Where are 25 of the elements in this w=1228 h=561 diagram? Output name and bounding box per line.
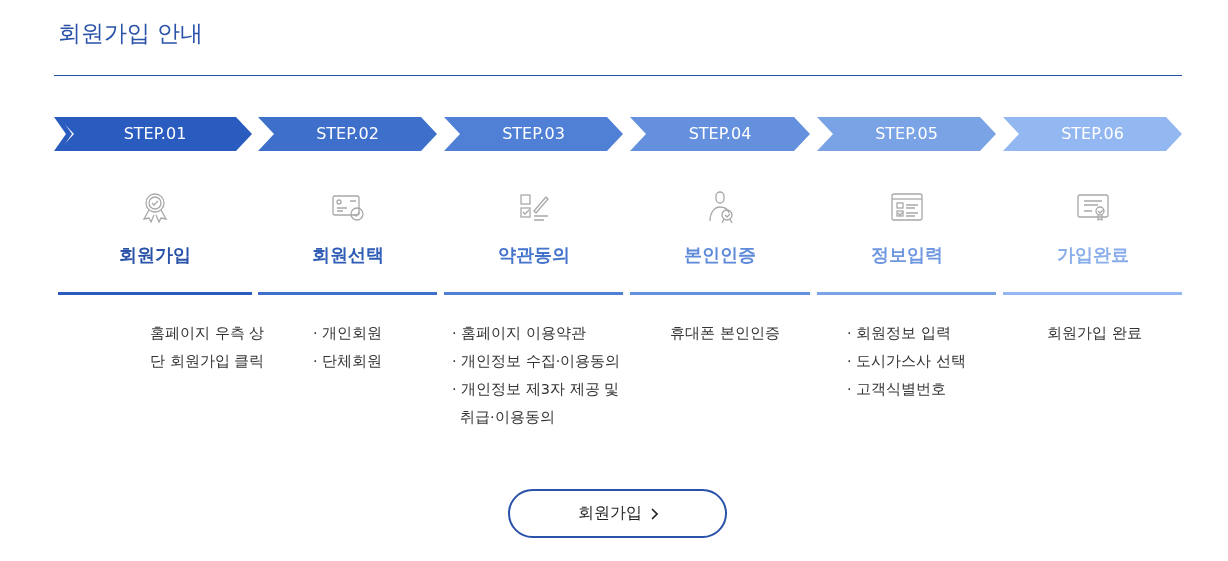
step-banner: STEP.06 [1003, 117, 1182, 151]
step-banner: STEP.05 [817, 117, 996, 151]
step-heading: 약관동의 [496, 243, 571, 267]
signup-button: 회원가입 [508, 489, 727, 538]
page-title: 회원가입 안내 [58, 19, 204, 48]
step-description: · 도시가스사 선택 [847, 352, 966, 371]
step-description: · 개인정보 수집·이용동의 [452, 352, 621, 371]
step-description: · 회원정보 입력 [847, 324, 951, 343]
step-heading: 정보입력 [869, 243, 944, 267]
step-description: 휴대폰 본인인증 [670, 324, 780, 343]
step-banner: STEP.04 [630, 117, 810, 151]
step-description: 홈페이지 우측 상단 회원가입 클릭 [150, 324, 266, 371]
step-description: 회원가입 완료 [1047, 324, 1142, 343]
step-description: · 홈페이지 이용약관 [452, 324, 586, 343]
step-description: · 단체회원 [313, 352, 383, 371]
step-heading: 본인인증 [683, 243, 757, 267]
step-heading: 가입완료 [1055, 243, 1130, 267]
step-description: · 고객식별번호 [847, 380, 947, 399]
step-heading: 회원가입 [118, 243, 192, 267]
step-description: · 개인회원 [313, 324, 383, 343]
step-banner: STEP.01 [58, 117, 252, 151]
step-heading: 회원선택 [310, 243, 385, 267]
step-banner: STEP.03 [444, 117, 623, 151]
step-description: · 개인정보 제3자 제공 및 취급·이용동의 [452, 380, 620, 427]
step-banner: STEP.02 [258, 117, 437, 151]
